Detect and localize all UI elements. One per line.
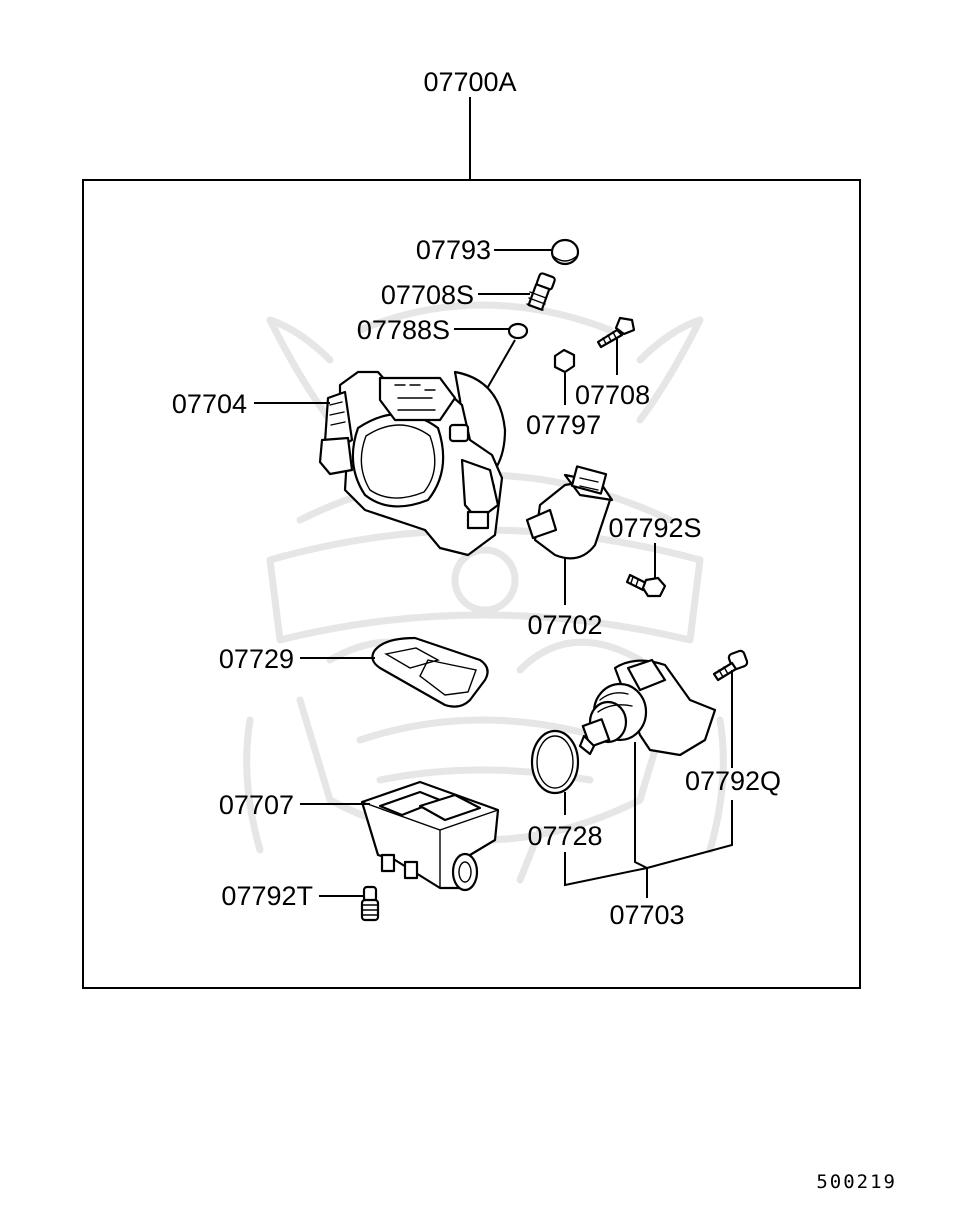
part-label-07707[interactable]: 07707 <box>219 790 294 820</box>
part-label-07728[interactable]: 07728 <box>527 821 602 851</box>
nut-part <box>553 348 576 374</box>
assembly-part-label[interactable]: 07700A <box>423 67 516 97</box>
idle-speed-motor-part <box>578 658 717 757</box>
part-label-07729[interactable]: 07729 <box>219 644 294 674</box>
leader-07703-screw <box>646 800 733 869</box>
part-label-07702[interactable]: 07702 <box>527 610 602 640</box>
throttle-position-sensor-part <box>525 465 614 560</box>
leader-07703-oring <box>564 852 648 887</box>
gasket-part <box>371 636 489 708</box>
part-label-07704[interactable]: 07704 <box>172 389 247 419</box>
part-label-07792T[interactable]: 07792T <box>221 881 313 911</box>
throttle-body-part <box>318 370 507 557</box>
small-oring-part <box>507 322 529 340</box>
assembly-frame <box>82 179 861 989</box>
leader-07703-motor <box>634 742 648 869</box>
part-label-07797[interactable]: 07797 <box>526 410 601 440</box>
bolt-part <box>596 316 636 349</box>
part-label-07708[interactable]: 07708 <box>575 380 650 410</box>
part-label-07793[interactable]: 07793 <box>416 235 491 265</box>
cap-part <box>550 238 580 266</box>
part-label-07792Q[interactable]: 07792Q <box>685 766 781 796</box>
part-label-07792S[interactable]: 07792S <box>608 513 701 543</box>
idle-air-block-part <box>360 780 500 892</box>
part-label-07708S[interactable]: 07708S <box>381 280 474 310</box>
adjust-screw-part <box>526 272 556 311</box>
part-label-07703[interactable]: 07703 <box>609 900 684 930</box>
block-screw-part <box>360 885 380 922</box>
oring-part <box>530 729 580 795</box>
motor-screw-part <box>712 649 749 682</box>
sensor-screw-part <box>625 573 667 598</box>
figure-code: 500219 <box>816 1171 897 1193</box>
part-label-07788S[interactable]: 07788S <box>357 315 450 345</box>
